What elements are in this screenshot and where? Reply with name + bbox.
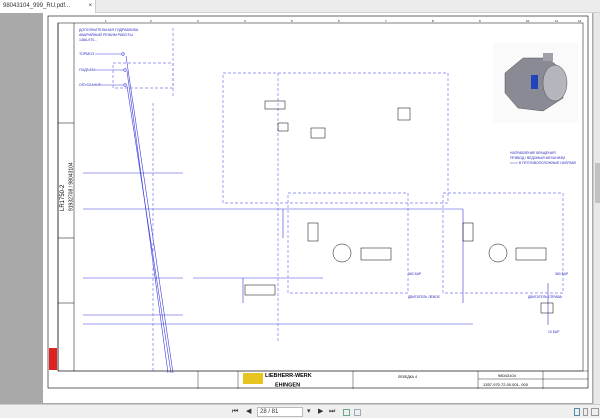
liebherr-logo-mark: [49, 348, 57, 370]
hydraulic-schematic: LR1750-2 91932708 / 98043104 1 2 3 4 5 6…: [47, 15, 589, 389]
pressure-right-label: 360 БАР: [555, 272, 569, 276]
column-number: 3: [197, 19, 199, 23]
page-number-input[interactable]: 28 / 81: [257, 407, 303, 417]
single-page-view-icon[interactable]: [574, 408, 580, 416]
input-label-brake: ТОРМОЗ: [79, 52, 94, 56]
column-number: 7: [385, 19, 387, 23]
side-title: LR1750-2: [60, 184, 66, 211]
header-line: 1366-970...: [79, 38, 97, 42]
column-number: 4: [244, 19, 246, 23]
header-line: АВАРИЙНЫЙ РЕЖИМ РАБОТЫ: [79, 33, 133, 37]
next-page-button[interactable]: ▶: [318, 408, 324, 415]
motor-left-label: ДВИГАТЕЛЬ ЛЕВОЕ: [408, 295, 441, 299]
sheet-title: ЛЕБЕДКА 4: [398, 375, 417, 379]
column-number: 6: [338, 19, 340, 23]
tab-title: 98043104_999_RU.pdf...: [3, 3, 71, 9]
motor-right-label: ДВИГАТЕЛЬ СПРАВА: [528, 295, 563, 299]
pressure-left-label: 360 БАР: [408, 272, 422, 276]
document-tab[interactable]: 98043104_999_RU.pdf... ×: [0, 0, 96, 13]
two-page-view-icon[interactable]: [591, 408, 599, 416]
header-line: ДОПОЛНИТЕЛЬНАЯ ГИДРАВЛИКА: [79, 28, 139, 32]
column-number: 10: [526, 19, 530, 23]
column-number: 11: [555, 19, 558, 23]
page-dropdown-icon[interactable]: ▾: [307, 408, 311, 415]
tab-bar: 98043104_999_RU.pdf... ×: [0, 0, 600, 13]
winch-motor-illustration: [493, 43, 578, 123]
pdf-page: LR1750-2 91932708 / 98043104 1 2 3 4 5 6…: [43, 13, 592, 403]
column-number: 2: [150, 19, 152, 23]
fit-page-icon[interactable]: [343, 409, 350, 416]
column-number: 12: [578, 19, 582, 23]
rotation-note-line: НАПРАВЛЕНИЕ ВРАЩЕНИЯ: [510, 151, 556, 155]
first-page-button[interactable]: ⏮: [232, 408, 239, 415]
rotation-note-line: ПРИВОД / ВЕДОМЫЙ МЕХАНИЗМ: [510, 156, 565, 160]
page-toolbar: ⏮ ◀ 28 / 81 ▾ ▶ ⏭: [0, 404, 600, 418]
column-number: 9: [479, 19, 481, 23]
vertical-scrollbar[interactable]: [593, 13, 600, 405]
scrollbar-thumb[interactable]: [595, 163, 600, 203]
part-number: 1357-970.72.00.001- 000: [483, 382, 529, 387]
last-page-button[interactable]: ⏭: [329, 408, 336, 415]
column-number: 5: [291, 19, 293, 23]
company-name: LIEBHERR-WERK: [265, 373, 312, 379]
column-number: 8: [432, 19, 434, 23]
bookmark-view-icon[interactable]: [583, 408, 588, 416]
company-location: EHINGEN: [275, 383, 300, 389]
rotation-note-line: <==> В ПРОТИВОПОЛОЖНЫЕ НАПРАВЛ: [510, 161, 576, 165]
document-number: 98043104: [498, 373, 517, 378]
fit-width-icon[interactable]: [354, 409, 361, 416]
input-label-lower: ОПУСКАНИЕ: [79, 83, 102, 87]
pressure-tank-label: 10 БАР: [548, 330, 560, 334]
input-label-raise: ПОДЪЕМ: [79, 68, 95, 72]
column-number: 1: [105, 19, 107, 23]
side-number: 91932708 / 98043104: [69, 162, 75, 211]
close-tab-icon[interactable]: ×: [88, 3, 92, 9]
previous-page-button[interactable]: ◀: [246, 408, 252, 415]
